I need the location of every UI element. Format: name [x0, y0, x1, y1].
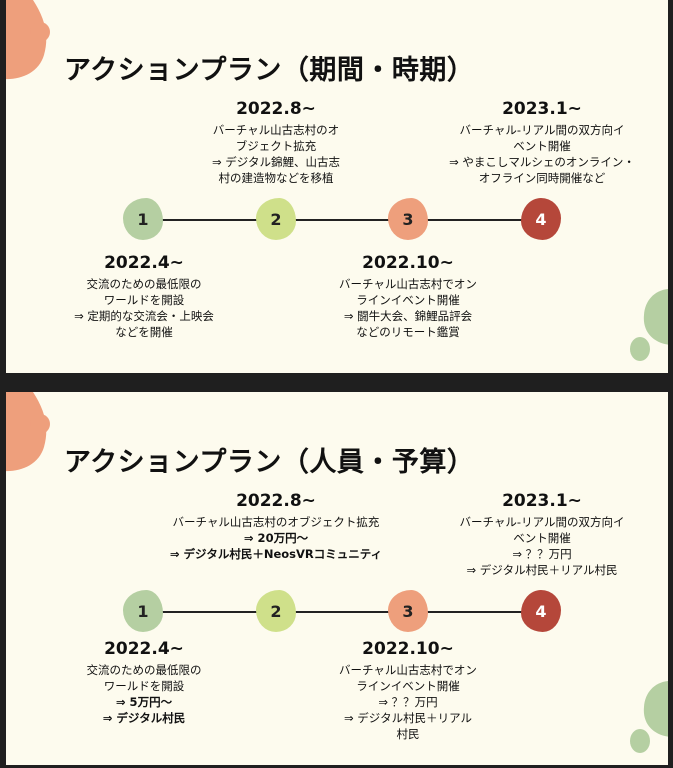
timeline-node-2: 2	[256, 590, 296, 632]
milestone-text: ベント開催	[513, 139, 571, 153]
milestone-text: バーチャル山古志村のオ	[212, 123, 340, 137]
milestone-budget: ⇒ ？？万円	[512, 547, 572, 561]
milestone-date: 2022.4~	[104, 253, 184, 273]
milestone-2023-1: 2023.1~ バーチャル-リアル間の双方向イ ベント開催 ⇒ やまこしマルシェ…	[444, 98, 640, 186]
milestone-2022-8: 2022.8~ バーチャル山古志村のオ ブジェクト拡充 ⇒ デジタル錦鯉、山古志…	[186, 98, 366, 186]
milestone-text: などのリモート鑑賞	[356, 325, 460, 339]
milestone-staff: ⇒ デジタル村民	[102, 711, 186, 725]
milestone-date: 2023.1~	[502, 99, 582, 119]
slide-budget: アクションプラン（人員・予算） 1 2 3 4 2022.4~ 交流のための最低…	[6, 392, 668, 765]
timeline-node-3: 3	[388, 590, 428, 632]
page-title: アクションプラン（期間・時期）	[64, 55, 475, 86]
milestone-staff: ⇒ デジタル村民＋リアル村民	[466, 563, 618, 577]
milestone-text: ⇒ デジタル錦鯉、山古志	[211, 155, 341, 169]
milestone-text: ワールドを開設	[103, 293, 185, 307]
milestone-text: バーチャル山古志村でオン	[339, 277, 477, 291]
milestone-date: 2022.8~	[236, 491, 316, 511]
decorative-blob-bottom-right	[630, 681, 668, 753]
milestone-date: 2022.10~	[362, 639, 454, 659]
milestone-staff: ⇒ デジタル村民＋リアル	[344, 711, 472, 725]
milestone-2022-4: 2022.4~ 交流のための最低限の ワールドを開設 ⇒ 5万円～ ⇒ デジタル…	[54, 638, 234, 726]
milestone-text: ベント開催	[513, 531, 571, 545]
decorative-blob-bottom-right	[630, 289, 668, 361]
milestone-staff: ⇒ デジタル村民＋NeosVRコミュニティ	[169, 547, 383, 561]
milestone-text: バーチャル山古志村のオブジェクト拡充	[172, 515, 380, 529]
decorative-blob-top-left	[6, 392, 50, 472]
timeline-line	[144, 219, 544, 221]
milestone-text: ブジェクト拡充	[235, 139, 317, 153]
milestone-text: バーチャル山古志村でオン	[339, 663, 477, 677]
milestone-2022-4: 2022.4~ 交流のための最低限の ワールドを開設 ⇒ 定期的な交流会・上映会…	[54, 252, 234, 340]
milestone-2022-10: 2022.10~ バーチャル山古志村でオン ラインイベント開催 ⇒ 闘牛大会、錦…	[318, 252, 498, 340]
milestone-date: 2022.8~	[236, 99, 316, 119]
timeline-line	[144, 611, 544, 613]
timeline-node-4: 4	[521, 198, 561, 240]
milestone-text: ワールドを開設	[103, 679, 185, 693]
timeline-node-2: 2	[256, 198, 296, 240]
milestone-text: などを開催	[115, 325, 173, 339]
milestone-text: 交流のための最低限の	[86, 277, 202, 291]
milestone-date: 2022.10~	[362, 253, 454, 273]
milestone-budget: ⇒ 5万円～	[115, 695, 173, 709]
milestone-budget: ⇒ 20万円～	[243, 531, 309, 545]
milestone-2022-10: 2022.10~ バーチャル山古志村でオン ラインイベント開催 ⇒ ？？万円 ⇒…	[318, 638, 498, 742]
milestone-date: 2022.4~	[104, 639, 184, 659]
milestone-text: ラインイベント開催	[356, 679, 460, 693]
decorative-blob-top-left	[6, 0, 50, 80]
slide-period: アクションプラン（期間・時期） 1 2 3 4 2022.4~ 交流のための最低…	[6, 0, 668, 373]
milestone-2023-1: 2023.1~ バーチャル-リアル間の双方向イ ベント開催 ⇒ ？？万円 ⇒ デ…	[444, 490, 640, 578]
milestone-text: バーチャル-リアル間の双方向イ	[459, 515, 625, 529]
milestone-text: ⇒ やまこしマルシェのオンライン・	[449, 155, 635, 169]
milestone-staff: 村民	[396, 727, 420, 741]
milestone-2022-8: 2022.8~ バーチャル山古志村のオブジェクト拡充 ⇒ 20万円～ ⇒ デジタ…	[156, 490, 396, 562]
milestone-text: ⇒ 定期的な交流会・上映会	[74, 309, 214, 323]
milestone-text: ラインイベント開催	[356, 293, 460, 307]
milestone-text: オフライン同時開催など	[478, 171, 606, 185]
milestone-date: 2023.1~	[502, 491, 582, 511]
milestone-text: 交流のための最低限の	[86, 663, 202, 677]
milestone-text: バーチャル-リアル間の双方向イ	[459, 123, 625, 137]
timeline-node-3: 3	[388, 198, 428, 240]
milestone-text: 村の建造物などを移植	[218, 171, 334, 185]
timeline-node-1: 1	[123, 590, 163, 632]
timeline-node-4: 4	[521, 590, 561, 632]
page-title: アクションプラン（人員・予算）	[64, 447, 475, 478]
milestone-text: ⇒ 闘牛大会、錦鯉品評会	[343, 309, 473, 323]
milestone-budget: ⇒ ？？万円	[378, 695, 438, 709]
timeline-node-1: 1	[123, 198, 163, 240]
